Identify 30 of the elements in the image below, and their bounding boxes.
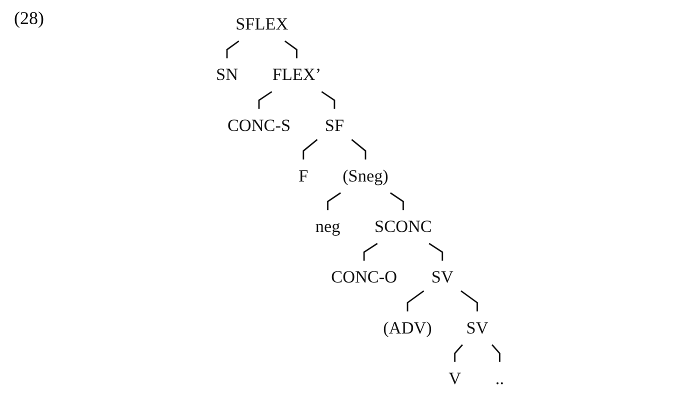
connector — [351, 139, 366, 160]
connector — [428, 242, 444, 261]
connector — [390, 192, 404, 210]
node-text: CONC-S — [227, 116, 291, 135]
connector — [302, 139, 318, 160]
node-text: SN — [216, 64, 238, 84]
node-text: neg — [315, 216, 340, 236]
node-text: (Sneg) — [342, 166, 388, 186]
connector — [454, 344, 463, 362]
node-text: SF — [324, 116, 344, 135]
example-number: (28) — [14, 8, 44, 29]
node-text: F — [298, 166, 308, 186]
connector — [460, 290, 478, 312]
connector — [492, 344, 500, 362]
connector — [226, 40, 240, 58]
connector — [363, 242, 378, 261]
node-text: CONC-O — [331, 267, 398, 286]
connector — [406, 290, 424, 312]
node-text: .. — [495, 368, 504, 388]
connector — [258, 91, 272, 109]
node-text: SV — [431, 267, 454, 286]
node-text: SV — [466, 318, 488, 338]
node-text: (ADV) — [383, 318, 432, 338]
node-text: SCONC — [374, 216, 432, 236]
node-text: FLEX’ — [272, 64, 322, 84]
connector — [327, 192, 341, 210]
connector — [284, 40, 298, 58]
node-text: SFLEX — [236, 14, 288, 34]
connector — [321, 91, 336, 109]
node-text: V — [448, 368, 462, 388]
